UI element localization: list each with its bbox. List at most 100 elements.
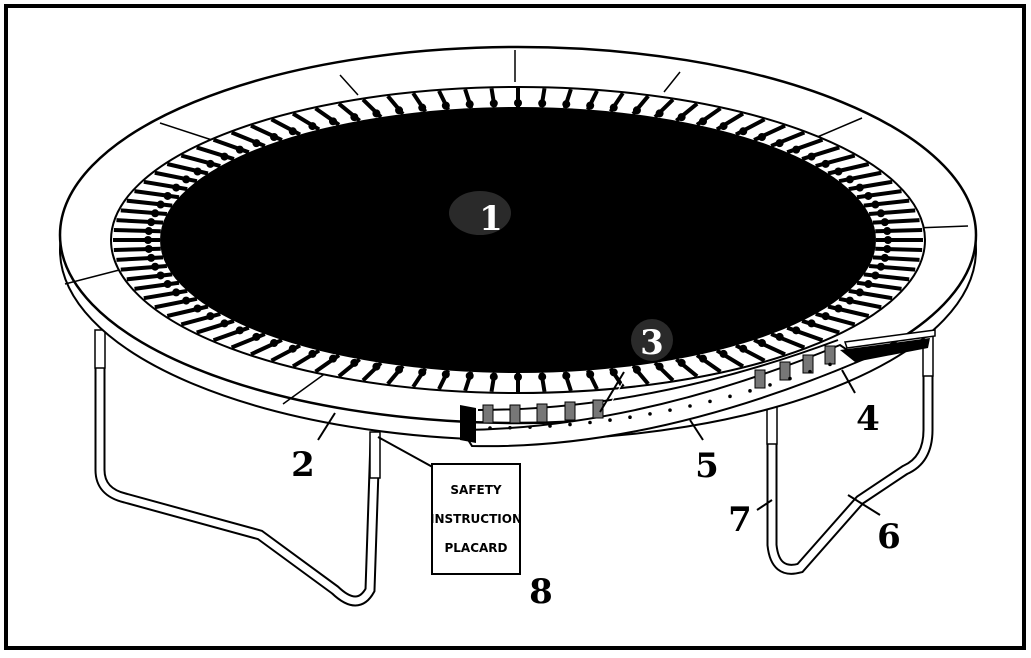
spring-hook [877, 263, 885, 271]
spring-hook [236, 146, 244, 154]
spring-hook [678, 359, 686, 367]
spring-hook [145, 245, 153, 253]
spring-hook [538, 99, 546, 107]
spring-hook [678, 113, 686, 121]
spring-hook [808, 153, 816, 161]
placard-line-2: INSTRUCTION [430, 512, 522, 526]
spring-hook [466, 372, 474, 380]
spring-hook [418, 368, 426, 376]
spring-hook [883, 227, 891, 235]
rail-hole [808, 370, 812, 374]
spring-hook [586, 102, 594, 110]
spring-hook [881, 254, 889, 262]
spring-hook [881, 218, 889, 226]
callout-1: 1 [479, 199, 503, 239]
spring-hook [610, 104, 618, 112]
spring-hook [289, 127, 297, 135]
callout-4: 4 [856, 399, 880, 439]
spring-hook [220, 319, 228, 327]
spring-hook [329, 117, 337, 125]
spring-hook [562, 372, 570, 380]
spring-hook [808, 319, 816, 327]
spring-hook [633, 366, 641, 374]
rail-hole [828, 363, 832, 367]
spring-hook [538, 373, 546, 381]
spring-hook [792, 146, 800, 154]
rail-hole [488, 426, 492, 430]
rail-hole [528, 425, 532, 429]
spring-hook [329, 355, 337, 363]
rail-hole [608, 418, 612, 422]
spring-hook [395, 106, 403, 114]
rail-hole [588, 421, 592, 425]
spring-hook [206, 160, 214, 168]
spring-hook [372, 109, 380, 117]
callout-7: 7 [728, 500, 752, 540]
visible-spring [825, 346, 835, 364]
spring-hook [720, 122, 728, 130]
spring-hook [720, 350, 728, 358]
spring-hook [864, 280, 872, 288]
placard-line-1: SAFETY [450, 483, 502, 497]
spring-hook [834, 305, 842, 313]
spring-hook [633, 106, 641, 114]
spring-hook [846, 297, 854, 305]
spring [116, 220, 163, 222]
spring-hook [206, 312, 214, 320]
visible-spring [780, 362, 790, 380]
spring-hook [776, 139, 784, 147]
spring-hook [236, 326, 244, 334]
callout-8: 8 [529, 572, 553, 612]
spring-hook [182, 175, 190, 183]
spring-hook [699, 117, 707, 125]
rail-hole [688, 404, 692, 408]
rail-hole [548, 424, 552, 428]
spring-hook [145, 227, 153, 235]
rail-hole [748, 389, 752, 393]
spring-hook [220, 153, 228, 161]
spring-hook [172, 184, 180, 192]
spring-hook [194, 168, 202, 176]
visible-spring [565, 402, 575, 420]
spring-hook [147, 218, 155, 226]
callout-3: 3 [640, 323, 664, 363]
spring-hook [350, 113, 358, 121]
callout-2: 2 [291, 445, 315, 485]
rail-hole [648, 412, 652, 416]
spring-hook [586, 370, 594, 378]
spring-hook [151, 209, 159, 217]
spring-hook [252, 139, 260, 147]
spring-hook [308, 122, 316, 130]
spring-hook [466, 100, 474, 108]
spring-hook [164, 192, 172, 200]
spring-hook [792, 326, 800, 334]
spring-hook [610, 368, 618, 376]
spring-hook [883, 245, 891, 253]
spring-hook [562, 100, 570, 108]
spring-hook [514, 373, 522, 381]
spring-hook [776, 333, 784, 341]
rail-hole [788, 377, 792, 381]
spring-hook [252, 333, 260, 341]
callout-5: 5 [695, 446, 719, 486]
spring-hook [490, 99, 498, 107]
spring-hook [350, 359, 358, 367]
spring [114, 230, 161, 231]
placard-line-3: PLACARD [444, 541, 507, 555]
spring-hook [871, 201, 879, 209]
spring-hook [846, 175, 854, 183]
spring-hook [418, 104, 426, 112]
rail-hole [508, 426, 512, 430]
spring-hook [289, 345, 297, 353]
jumping-mat [160, 107, 876, 373]
spring-hook [442, 370, 450, 378]
spring-hook [490, 373, 498, 381]
spring-hook [442, 102, 450, 110]
spring-hook [656, 109, 664, 117]
rail-hole [728, 395, 732, 399]
spring-hook [164, 280, 172, 288]
spring-hook [308, 350, 316, 358]
spring-hook [157, 271, 165, 279]
